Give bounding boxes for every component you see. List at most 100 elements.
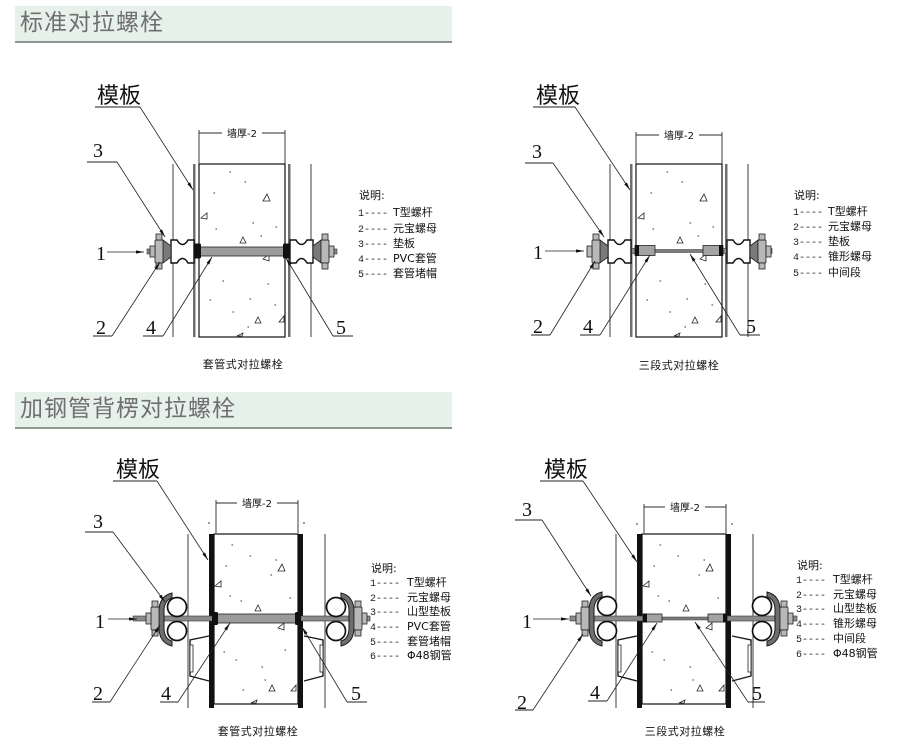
legend-label: Φ48钢管 (833, 646, 878, 660)
hex-nut (586, 245, 593, 258)
leader-arrow (599, 254, 651, 336)
wing-nut-lug-bottom (321, 262, 329, 270)
bracket-post (319, 644, 324, 673)
legend-label: T型螺杆 (832, 572, 873, 586)
wing-nut-lug-top (354, 600, 362, 608)
dimension-label: 墙厚-2 (242, 497, 272, 510)
cone-nut-end (723, 613, 727, 623)
callout-number: 5 (336, 317, 346, 339)
callout-number: 1 (522, 611, 532, 633)
legend-label: PVC套管 (393, 251, 437, 265)
cone-nut-left (634, 245, 656, 256)
sleeve-end-cap-left (194, 243, 201, 259)
callout-number: 2 (517, 692, 527, 714)
legend-title: 说明: (371, 561, 397, 575)
leader-arrow (541, 519, 592, 597)
wing-nut-lug-top (151, 600, 159, 608)
legend-key: 5---- (370, 638, 400, 649)
legend-label: 锥形螺母 (833, 617, 877, 630)
legend: 说明: 1---- T型螺杆 2---- 元宝螺母 3---- 山型垫板 4--… (796, 558, 878, 661)
hex-nut (787, 612, 794, 625)
callout-formwork: 模板 (95, 83, 194, 191)
callout-4: 4 (580, 254, 651, 338)
legend-label: Φ48钢管 (407, 648, 452, 662)
callout-2: 2 (531, 260, 596, 338)
legend-key: 1---- (358, 209, 388, 220)
diagram-three-section-standard: 墙厚-2 (525, 83, 872, 372)
section-title: 标准对拉螺栓 (20, 10, 164, 36)
section-header-steel-pipe: 加钢管背楞对拉螺栓 (15, 392, 452, 429)
legend-key: 5---- (796, 635, 826, 646)
bracket-post (747, 644, 752, 673)
legend-label: 套管堵帽 (407, 634, 451, 648)
mountain-washer (158, 592, 173, 647)
callout-number: 3 (93, 511, 103, 533)
callout-1: 1 (96, 243, 144, 265)
callout-2: 2 (92, 624, 161, 705)
callout-number: 1 (96, 243, 106, 265)
wing-nut (757, 239, 767, 264)
bolt-end-right (303, 592, 368, 682)
wing-nut-lug-top (581, 600, 589, 608)
leader-arrow (574, 106, 631, 191)
hex-nut (328, 245, 335, 258)
hex-nut (145, 612, 152, 625)
wing-nut-lug-top (155, 233, 163, 241)
middle-section (654, 249, 704, 253)
legend-key: 2---- (358, 225, 388, 236)
reference-dot (303, 522, 305, 524)
diagram-three-section-steel-pipe: 墙厚-2 (515, 457, 878, 738)
dimension-label: 墙厚-2 (670, 501, 700, 514)
formwork-label: 模板 (97, 83, 141, 108)
legend-key: 4---- (793, 253, 823, 264)
wing-nut (779, 606, 789, 631)
steel-pipe-top (166, 596, 188, 618)
wing-nut (591, 239, 601, 264)
bracket-post (617, 644, 622, 673)
diagram-caption: 套管式对拉螺栓 (203, 357, 284, 371)
yuanbao-nut (726, 239, 751, 264)
leader-arrow (552, 162, 605, 238)
legend: 说明: 1---- T型螺杆 2---- 元宝螺母 3---- 垫板 4----… (793, 188, 872, 280)
leader-arrow (139, 106, 194, 191)
reference-dot (208, 522, 210, 524)
leader-arrow (606, 622, 658, 702)
section-title: 加钢管背楞对拉螺栓 (20, 396, 236, 422)
leader-arrow (301, 626, 348, 703)
leader-arrow (162, 256, 213, 337)
yuanbao-nut (170, 239, 195, 264)
wing-nut-lug-top (321, 233, 329, 241)
washer-plate (599, 239, 609, 264)
legend-key: 6---- (370, 652, 400, 663)
legend-label: 山型垫板 (407, 604, 451, 618)
wing-nut (150, 606, 160, 631)
legend-title: 说明: (797, 558, 823, 572)
steel-pipe-bottom (751, 620, 773, 642)
leader-arrow (694, 621, 749, 703)
callout-4: 4 (143, 256, 213, 339)
leader-arrow (582, 480, 638, 563)
legend-key: 2---- (370, 594, 400, 605)
cone-nut-right (707, 613, 728, 623)
leader-arrow (156, 480, 209, 561)
legend-label: 山型垫板 (833, 601, 877, 615)
cone-nut-end (719, 245, 723, 256)
dimension-lines (215, 500, 299, 533)
wing-nut-lug-top (592, 233, 600, 241)
diagram-caption: 三段式对拉螺栓 (645, 724, 726, 738)
legend-key: 3---- (358, 240, 388, 251)
wing-nut (154, 239, 164, 264)
reference-dot (731, 523, 733, 525)
bolt-end-left (149, 233, 195, 270)
cone-nut-end (635, 245, 639, 256)
steel-pipe-bottom (596, 620, 618, 642)
callout-number: 4 (590, 682, 600, 704)
mountain-washer (340, 592, 355, 647)
yuanbao-nut (289, 239, 314, 264)
wing-nut-lug-bottom (581, 629, 589, 637)
formwork-label: 模板 (544, 457, 588, 482)
callout-number: 5 (746, 316, 756, 338)
wing-nut (320, 239, 330, 264)
legend-label: 垫板 (828, 234, 850, 248)
